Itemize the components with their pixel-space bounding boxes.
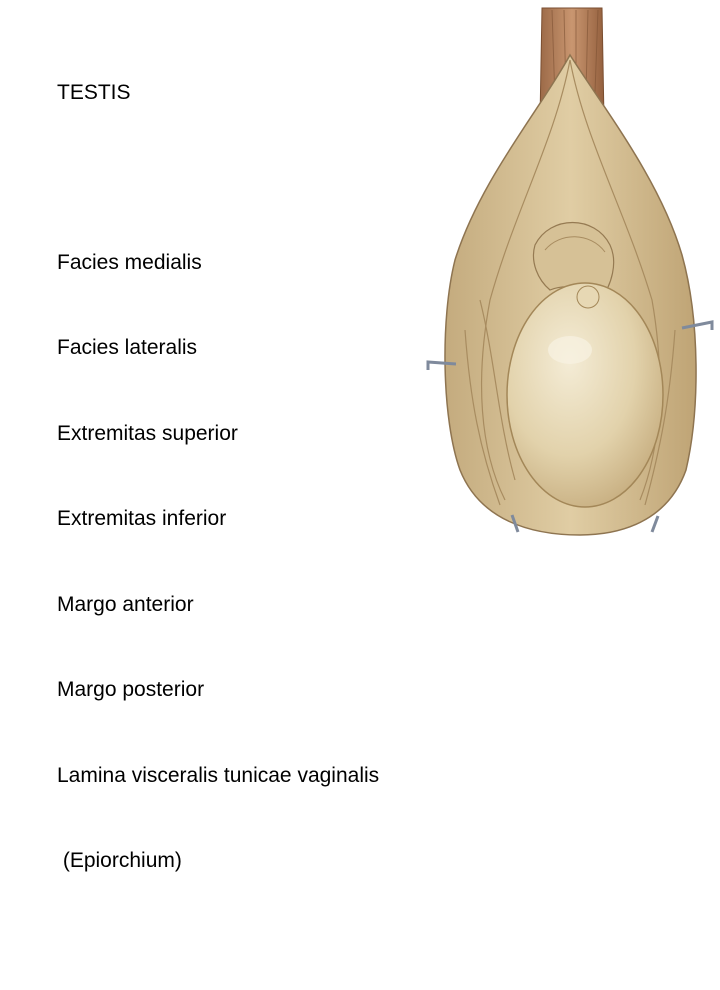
term-margo-posterior: Margo posterior (57, 678, 205, 701)
testis-illustration (426, 7, 714, 536)
testis-body (506, 282, 664, 508)
term-facies-medialis: Facies medialis (57, 250, 202, 274)
term-margo-anterior: Margo anterior (57, 592, 194, 616)
term-list: Facies medialis Facies lateralis Extremi… (57, 192, 379, 933)
appendix-testis (576, 285, 600, 309)
term-facies-lateralis: Facies lateralis (57, 336, 198, 359)
slide-title: TESTIS (57, 81, 131, 104)
term-lamina-visceralis: Lamina visceralis tunicae vaginalis (57, 763, 380, 787)
retraction-hooks (426, 320, 714, 533)
term-epiorchium: (Epiorchium) (57, 849, 182, 872)
slide: TESTIS Facies medialis Facies lateralis … (57, 7, 714, 872)
term-extremitas-inferior: Extremitas inferior (57, 507, 227, 530)
text-block: TESTIS Facies medialis Facies lateralis … (57, 22, 379, 990)
term-extremitas-superior: Extremitas superior (57, 421, 238, 445)
